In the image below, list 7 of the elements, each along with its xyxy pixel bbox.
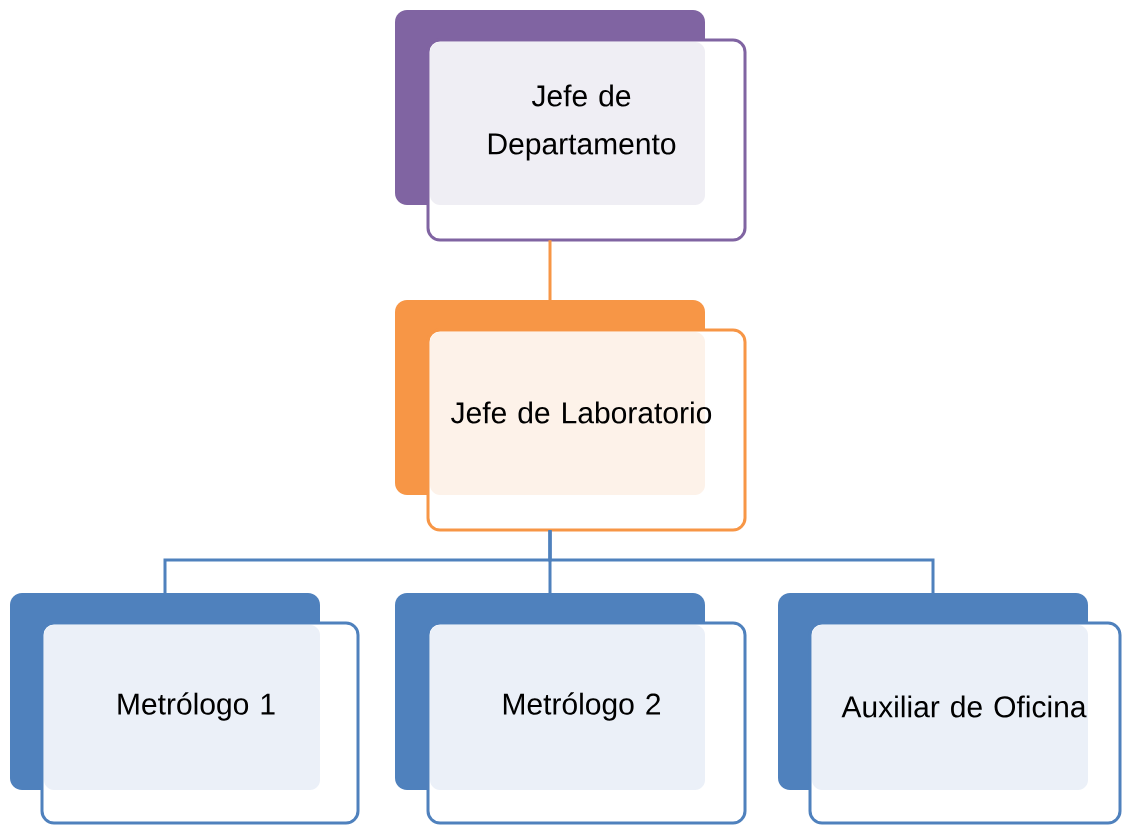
org-box: Metrólogo 1 — [10, 593, 360, 825]
connector-line — [548, 240, 552, 300]
connector-line — [548, 530, 935, 593]
org-box: Auxiliar de Oficina — [778, 593, 1122, 825]
org-box: Jefe de Departamento — [395, 10, 747, 242]
org-box: Metrólogo 2 — [395, 593, 747, 825]
org-box: Jefe de Laboratorio — [395, 300, 747, 532]
